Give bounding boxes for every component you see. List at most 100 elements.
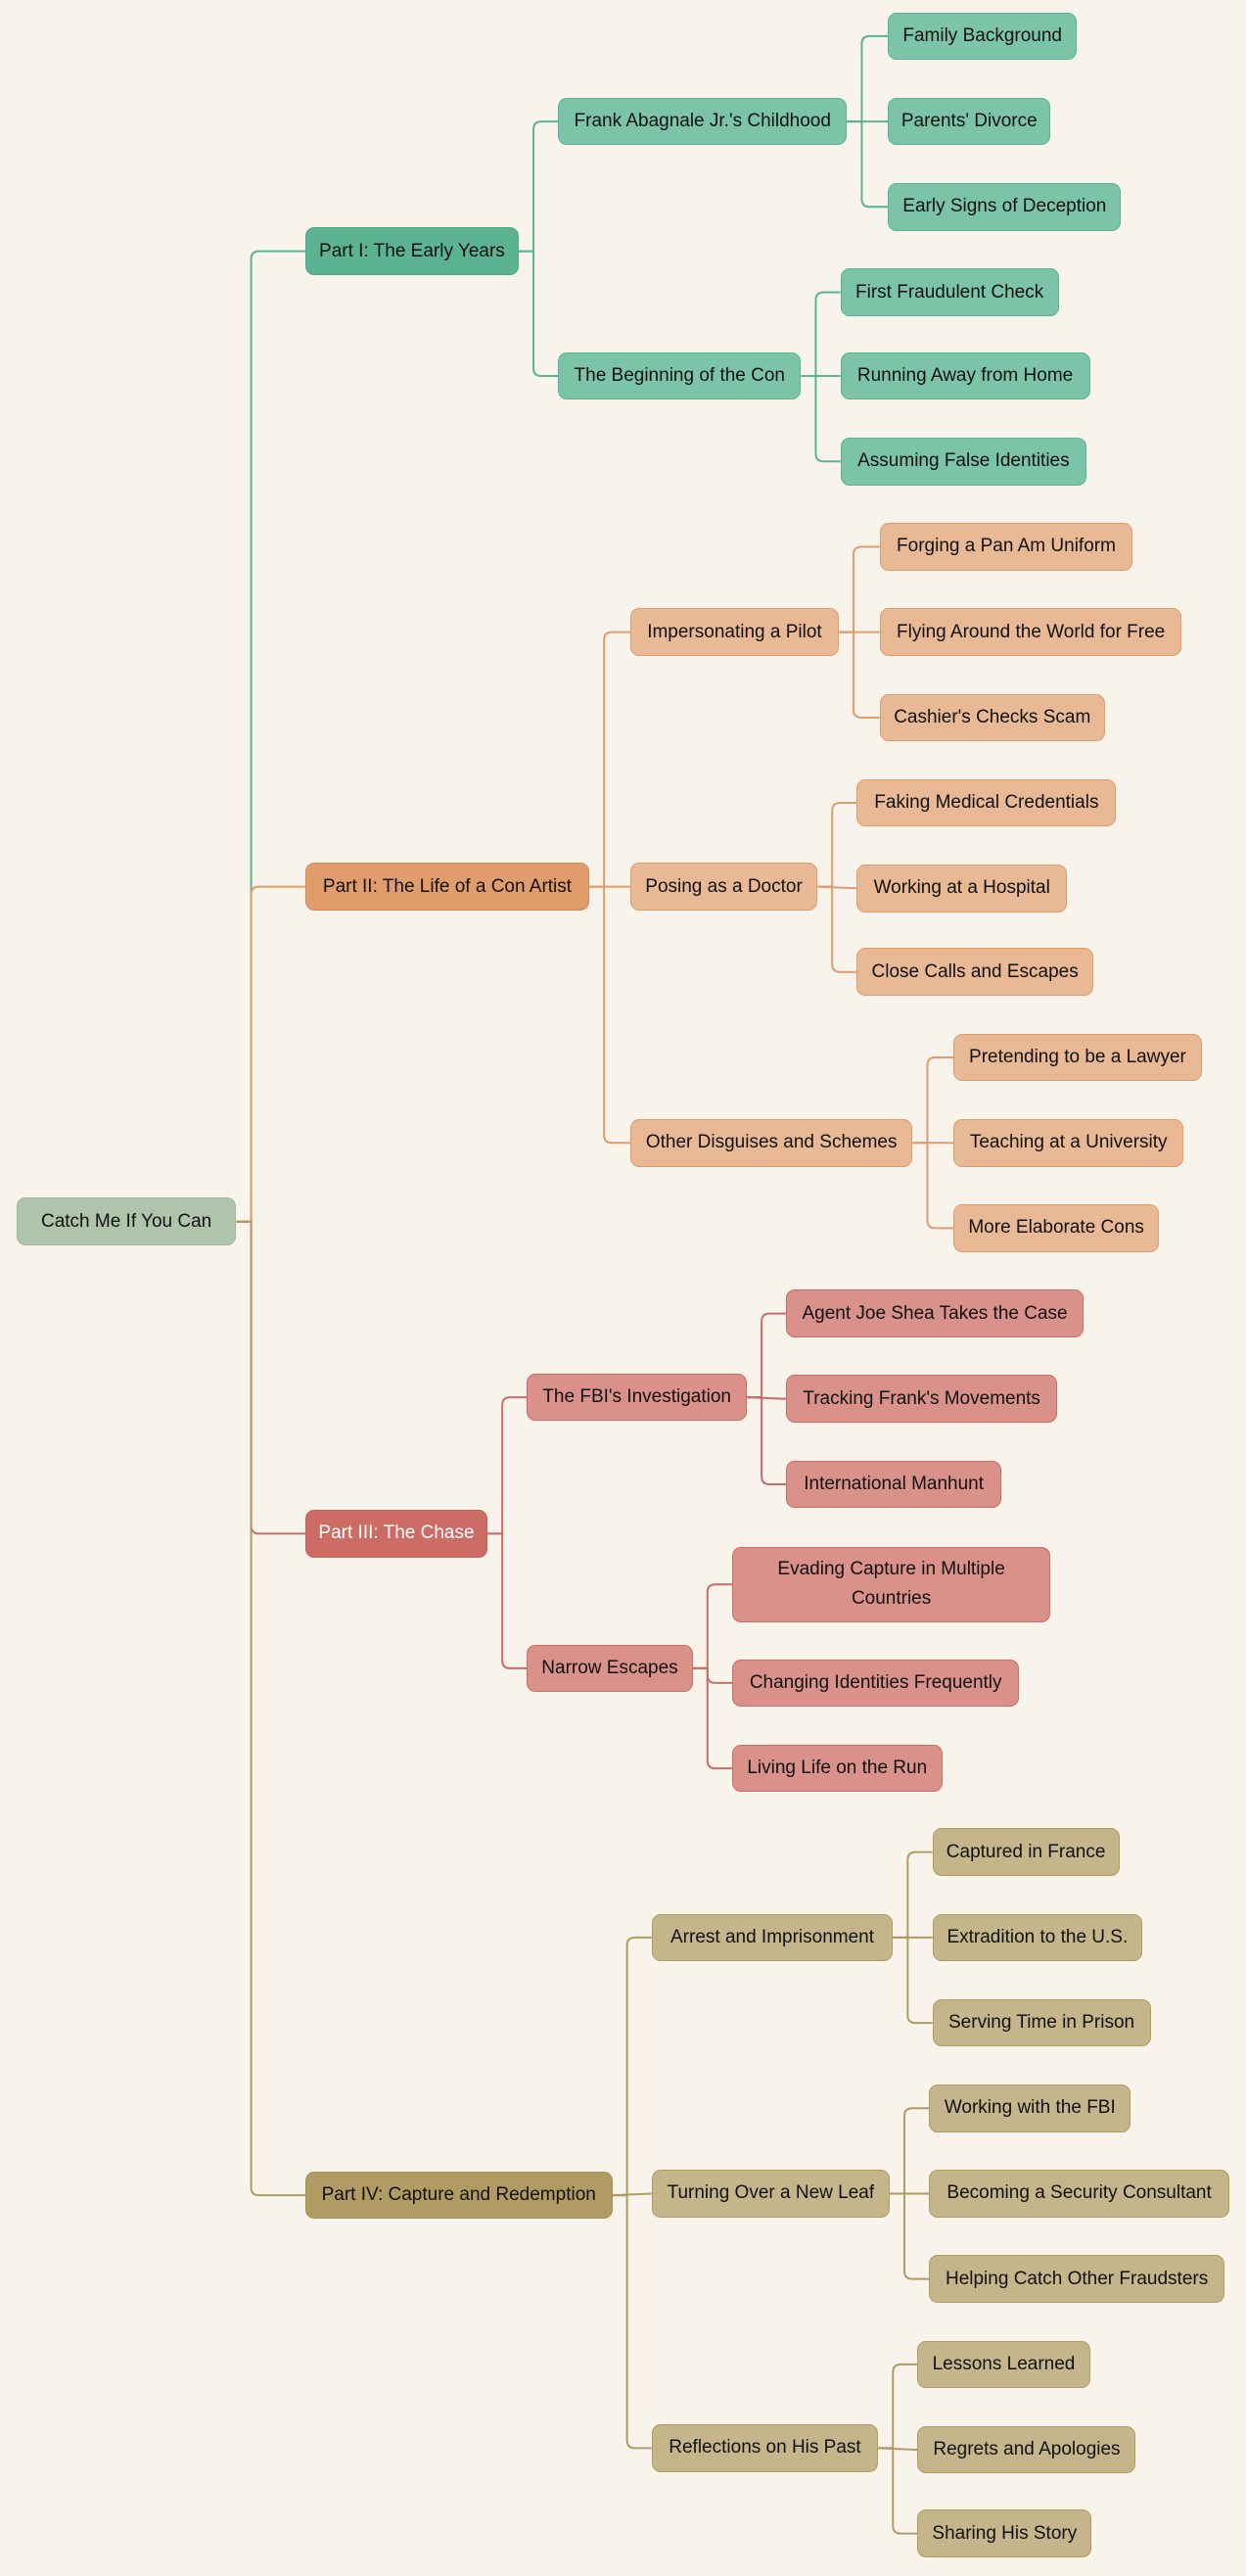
connector-line [487, 1396, 528, 1535]
topic-node[interactable]: Working with the FBI [929, 2084, 1131, 2132]
topic-node[interactable]: First Fraudulent Check [840, 268, 1059, 316]
topic-node[interactable]: Family Background [888, 12, 1078, 61]
root-node[interactable]: Catch Me If You Can [16, 1197, 237, 1245]
topic-node[interactable]: Evading Capture in Multiple Countries [731, 1546, 1051, 1622]
topic-node[interactable]: Cashier's Checks Scam [879, 693, 1105, 742]
connector-line [487, 1532, 528, 1669]
node-label: More Elaborate Cons [968, 1217, 1144, 1239]
connector-line [912, 1055, 954, 1145]
node-label: Sharing His Story [932, 2522, 1078, 2544]
node-label: Running Away from Home [856, 365, 1074, 387]
connector-line [878, 2447, 918, 2535]
topic-node[interactable]: Close Calls and Escapes [856, 948, 1093, 997]
section-node[interactable]: Narrow Escapes [527, 1644, 693, 1693]
node-label: Tracking Frank's Movements [803, 1387, 1040, 1409]
node-label: Part III: The Chase [318, 1522, 475, 1544]
node-label: Posing as a Doctor [645, 875, 803, 897]
section-node[interactable]: Arrest and Imprisonment [651, 1913, 894, 1962]
topic-node[interactable]: Sharing His Story [917, 2509, 1092, 2557]
topic-node[interactable]: Forging a Pan Am Uniform [879, 523, 1133, 571]
topic-node[interactable]: Changing Identities Frequently [731, 1659, 1020, 1708]
topic-node[interactable]: Becoming a Security Consultant [929, 2170, 1230, 2218]
node-label: Working at a Hospital [873, 877, 1050, 899]
node-label: Serving Time in Prison [948, 2012, 1135, 2034]
topic-node[interactable]: Regrets and Apologies [917, 2425, 1136, 2474]
connector-line [518, 120, 559, 253]
connector-line [747, 1396, 787, 1486]
node-label: Faking Medical Credentials [874, 792, 1099, 814]
connector-line [692, 1583, 732, 1669]
connector-line [236, 250, 305, 1223]
connector-line [847, 120, 889, 209]
node-label: Cashier's Checks Scam [894, 706, 1091, 727]
topic-node[interactable]: Assuming False Identities [840, 437, 1087, 486]
topic-node[interactable]: Captured in France [932, 1828, 1120, 1876]
section-node[interactable]: Other Disguises and Schemes [629, 1118, 913, 1167]
topic-node[interactable]: Running Away from Home [840, 351, 1090, 400]
connector-line [692, 1666, 732, 1684]
connector-line [847, 34, 889, 123]
topic-node[interactable]: Flying Around the World for Free [879, 608, 1182, 656]
node-label: Captured in France [946, 1841, 1106, 1862]
connector-line [612, 1936, 652, 2197]
node-label: Part II: The Life of a Con Artist [322, 875, 573, 897]
topic-node[interactable]: Living Life on the Run [731, 1744, 943, 1793]
node-label: Part IV: Capture and Redemption [321, 2184, 596, 2206]
connector-line [889, 2107, 930, 2195]
node-label: Flying Around the World for Free [897, 621, 1166, 642]
connector-line [889, 2192, 930, 2280]
topic-node[interactable]: Agent Joe Shea Takes the Case [786, 1289, 1084, 1337]
node-label: Close Calls and Escapes [871, 960, 1079, 982]
topic-node[interactable]: Lessons Learned [917, 2340, 1090, 2389]
connector-line [801, 291, 841, 378]
connector-line [817, 802, 857, 888]
topic-node[interactable]: Working at a Hospital [856, 864, 1068, 913]
topic-node[interactable]: International Manhunt [786, 1460, 1001, 1509]
section-node[interactable]: Turning Over a New Leaf [651, 2170, 890, 2218]
topic-node[interactable]: Faking Medical Credentials [856, 778, 1117, 827]
topic-node[interactable]: Serving Time in Prison [932, 1998, 1151, 2047]
node-label: Agent Joe Shea Takes the Case [802, 1302, 1068, 1324]
node-label: Catch Me If You Can [40, 1210, 212, 1232]
node-label: Pretending to be a Lawyer [969, 1046, 1186, 1067]
node-label: Turning Over a New Leaf [667, 2182, 875, 2204]
topic-node[interactable]: Helping Catch Other Fraudsters [929, 2255, 1225, 2303]
connector-line [893, 1850, 933, 1939]
node-label: Assuming False Identities [857, 450, 1070, 472]
topic-node[interactable]: Early Signs of Deception [888, 182, 1122, 231]
node-label: Working with the FBI [944, 2097, 1116, 2119]
section-node[interactable]: Posing as a Doctor [629, 863, 818, 911]
topic-node[interactable]: Tracking Frank's Movements [786, 1375, 1057, 1424]
topic-node[interactable]: Extradition to the U.S. [932, 1913, 1143, 1962]
topic-node[interactable]: Pretending to be a Lawyer [953, 1033, 1202, 1082]
topic-node[interactable]: Parents' Divorce [888, 97, 1051, 146]
part-node[interactable]: Part III: The Chase [304, 1510, 488, 1558]
topic-node[interactable]: More Elaborate Cons [953, 1204, 1159, 1252]
node-label: Regrets and Apologies [933, 2439, 1121, 2460]
connector-line [589, 631, 630, 888]
section-node[interactable]: Impersonating a Pilot [629, 608, 839, 656]
section-node[interactable]: The Beginning of the Con [558, 351, 802, 400]
node-label: Narrow Escapes [541, 1657, 678, 1678]
node-label: Extradition to the U.S. [946, 1926, 1129, 1947]
section-node[interactable]: The FBI's Investigation [527, 1373, 748, 1422]
section-node[interactable]: Frank Abagnale Jr.'s Childhood [558, 97, 848, 146]
node-label: Living Life on the Run [747, 1757, 928, 1779]
connector-line [692, 1666, 732, 1770]
node-label: Becoming a Security Consultant [946, 2182, 1212, 2204]
connector-line [236, 1220, 305, 2197]
topic-node[interactable]: Teaching at a University [953, 1118, 1184, 1167]
part-node[interactable]: Part I: The Early Years [304, 227, 519, 275]
node-label: Helping Catch Other Fraudsters [945, 2268, 1209, 2289]
node-label: Arrest and Imprisonment [670, 1926, 875, 1947]
node-label: International Manhunt [804, 1474, 985, 1494]
section-node[interactable]: Reflections on His Past [651, 2424, 879, 2472]
part-node[interactable]: Part II: The Life of a Con Artist [304, 863, 590, 911]
node-label: The Beginning of the Con [574, 365, 786, 387]
node-label: The FBI's Investigation [542, 1386, 731, 1408]
connector-line [747, 1312, 787, 1399]
part-node[interactable]: Part IV: Capture and Redemption [304, 2171, 613, 2220]
node-label: Parents' Divorce [900, 111, 1038, 132]
connector-line [878, 2363, 918, 2450]
